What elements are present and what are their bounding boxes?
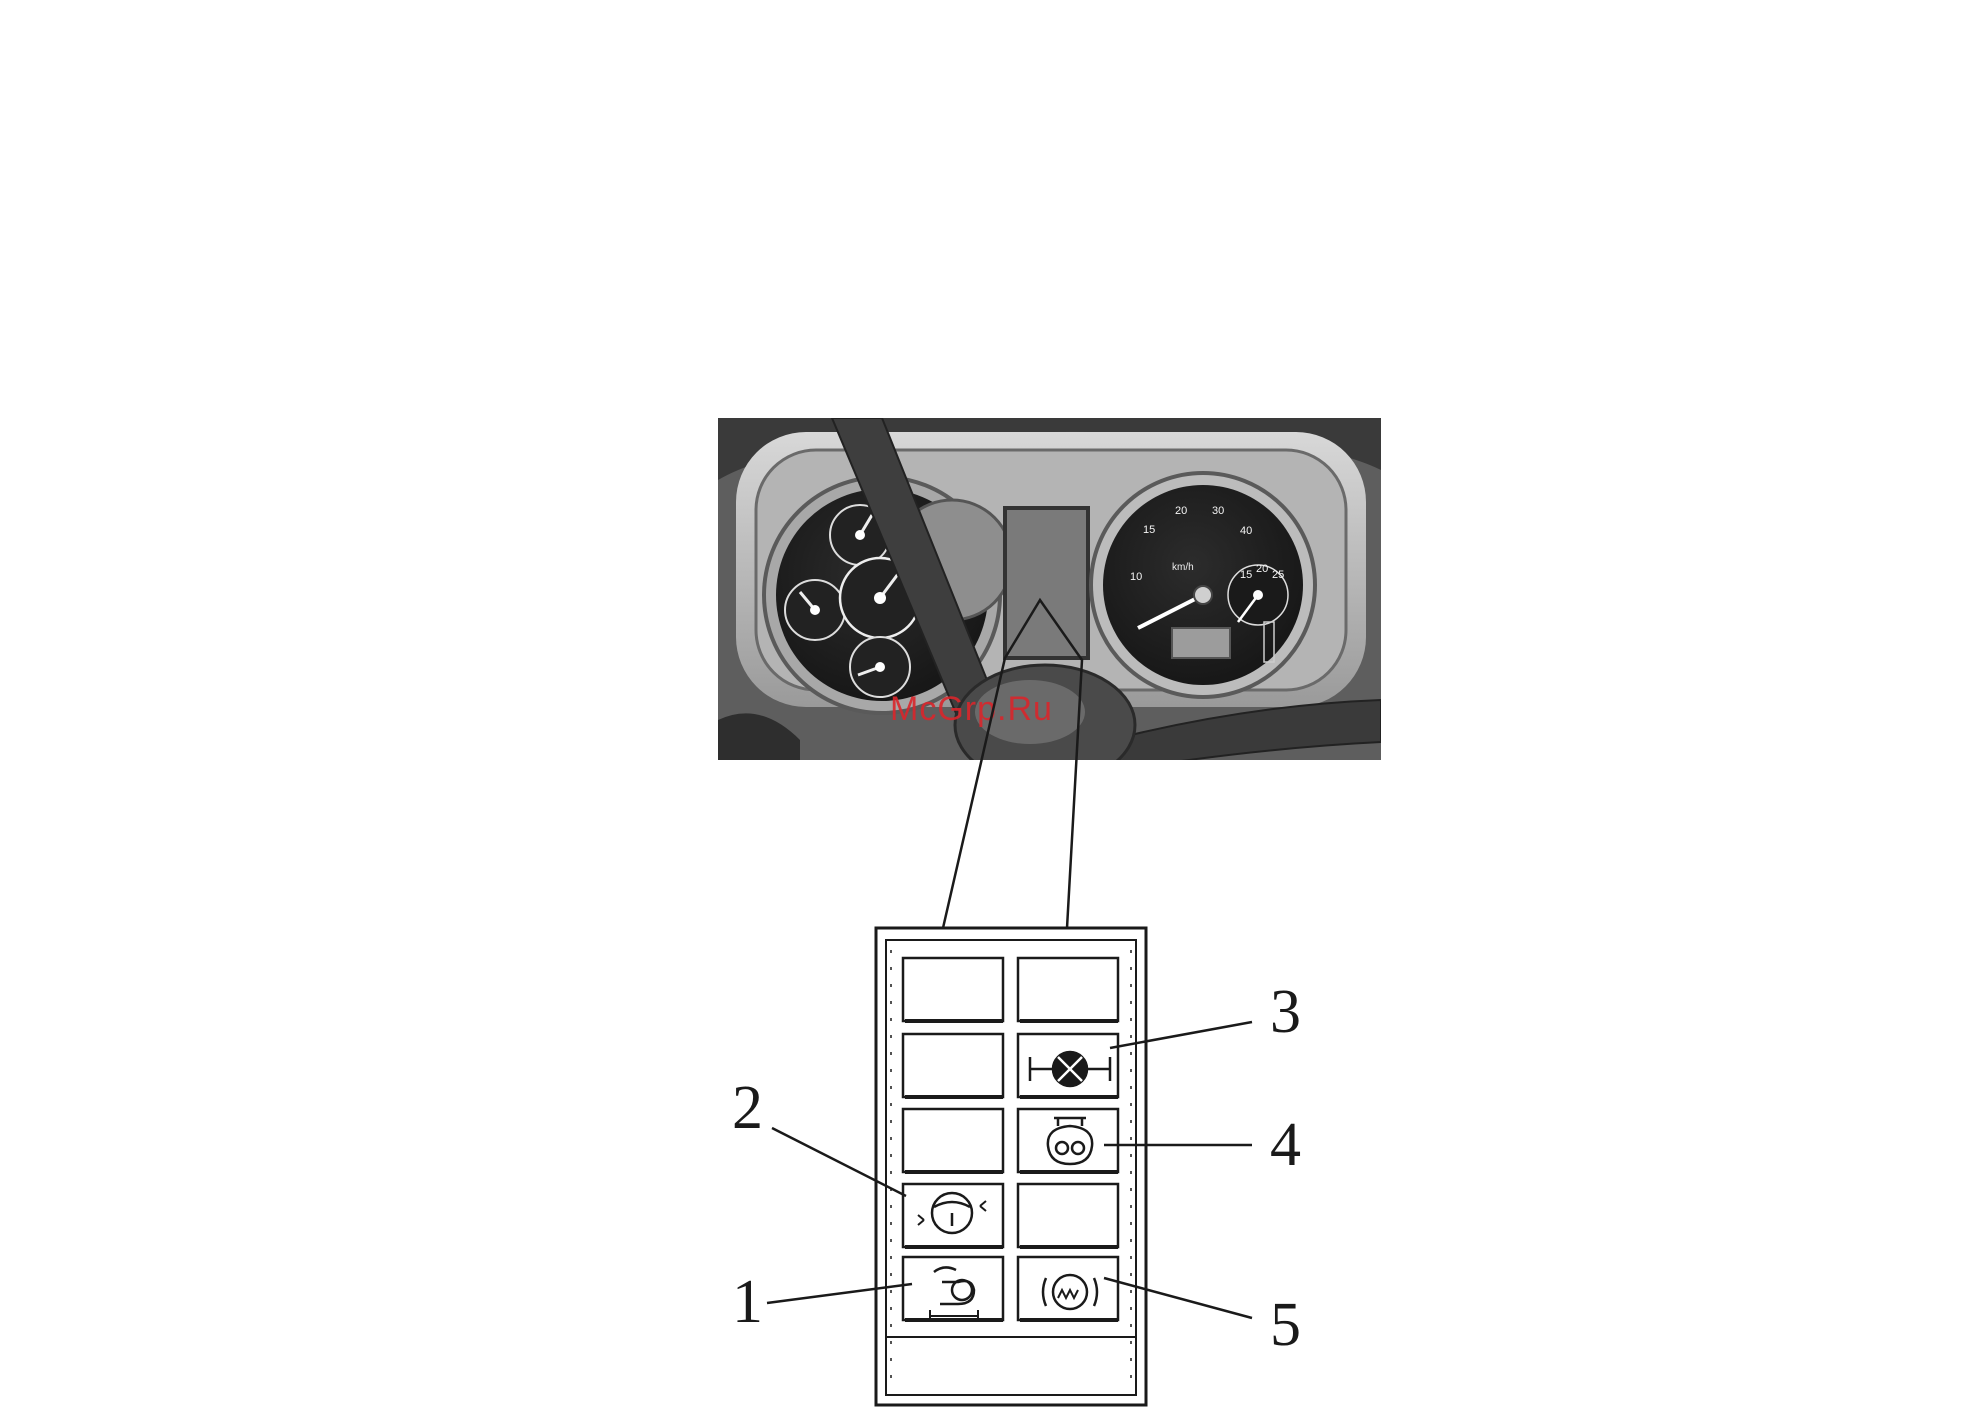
speedometer-tick-label: 40 [1240,525,1252,537]
callout-5: 5 [1270,1291,1301,1359]
odometer-display [1172,628,1230,658]
callout-leader-5 [1104,1278,1252,1318]
tachometer-tick-label: 20 [1256,563,1268,575]
lamp-cell-blank [1018,958,1118,1021]
callout-2: 2 [732,1074,763,1142]
tachometer-tick-label: 25 [1272,569,1284,581]
speedometer-tick-label: 20 [1175,505,1187,517]
brake-lamp-icon [1030,1052,1110,1086]
engine-preheat-icon [1048,1118,1092,1164]
callout-1: 1 [732,1268,763,1336]
brake-wear-icon [1043,1275,1097,1309]
lamp-cell-blank [903,958,1003,1021]
lamp-cell-blank [903,1109,1003,1172]
speedometer-unit: km/h [1172,562,1194,573]
callout-4: 4 [1270,1111,1301,1179]
park-brake-icon [930,1267,978,1322]
tachometer-tick-label: 15 [1240,569,1252,581]
speedometer-tick-label: 15 [1143,524,1155,536]
panel-inner-frame [886,940,1136,1395]
speedometer-tick-label: 10 [1130,571,1142,583]
steering-icon [918,1193,986,1233]
callout-3: 3 [1270,978,1301,1046]
warning-lamp-panel [876,928,1146,1405]
lamp-cell-blank [1018,1184,1118,1247]
lamp-cell-blank [903,1034,1003,1097]
panel-frame [876,928,1146,1405]
speedometer-tick-label: 30 [1212,505,1224,517]
watermark-text: McGrp.Ru [890,690,1053,728]
dashboard-photo: 10 15 20 30 40 km/h 15 20 25 [718,418,1381,785]
callout-leader-1 [767,1284,912,1303]
callout-leaders [767,1022,1252,1318]
lamp-cell-brake-wear [1018,1257,1118,1320]
